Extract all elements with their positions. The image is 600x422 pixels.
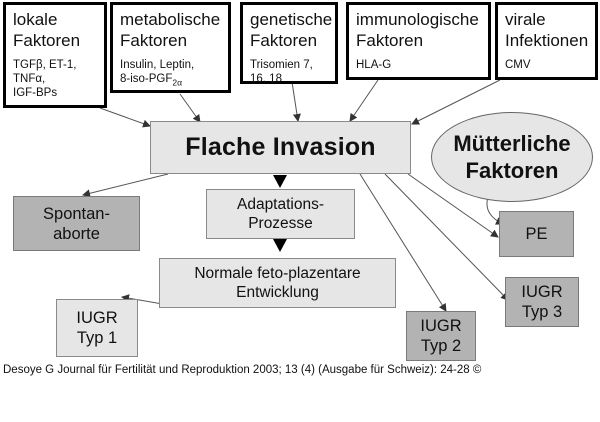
pe-box: PE: [499, 211, 574, 257]
factor-title-immunologische: immunologische Faktoren: [356, 10, 479, 50]
iugr1-line1: IUGR: [76, 309, 118, 327]
factor-title-lokale: lokale Faktoren: [13, 10, 81, 50]
development-box: Normale feto-plazentare Entwicklung: [159, 258, 396, 308]
arrow-immunologische-to-invasion: [349, 79, 379, 122]
factor-box-lokale: lokale Faktoren TGFβ, ET-1, TNFα, IGF-BP…: [3, 2, 107, 108]
factor-title-metabolische: metabolische Faktoren: [120, 10, 221, 50]
development-line2: Entwicklung: [236, 284, 319, 301]
spontanaborte-box: Spontan- aborte: [13, 196, 140, 251]
arrow-lokale-to-invasion: [99, 107, 151, 128]
development-line1: Normale feto-plazentare: [194, 265, 361, 282]
spontan-line1: Spontan-: [43, 204, 110, 223]
iugr3-line2: Typ 3: [521, 303, 563, 321]
arrow-genetische-to-invasion: [291, 81, 301, 122]
factor-details-metabolische: Insulin, Leptin, 8-iso-PGF2α: [120, 58, 194, 89]
maternal-line1: Mütterliche: [453, 131, 571, 156]
adaptation-box: Adaptations- Prozesse: [206, 189, 355, 239]
arrow-metabolische-to-invasion: [179, 93, 201, 123]
iugr1-line2: Typ 1: [76, 329, 118, 347]
factor-box-virale: virale Infektionen CMV: [495, 2, 598, 80]
factor-details-metabolische-line2: 8-iso-PGF2α: [120, 72, 194, 89]
factor-details-genetische: Trisomien 7, 16, 18: [250, 59, 313, 85]
iugr-typ3-box: IUGR Typ 3: [505, 277, 579, 327]
factor-box-immunologische: immunologische Faktoren HLA-G: [346, 2, 491, 80]
factor-box-genetische: genetische Faktoren Trisomien 7, 16, 18: [240, 2, 338, 85]
source-caption: Desoye G Journal für Fertilität und Repr…: [3, 364, 482, 376]
maternal-line2: Faktoren: [465, 158, 559, 183]
factor-details-virale: CMV: [505, 59, 531, 71]
iugr2-line2: Typ 2: [420, 337, 462, 355]
factor-box-metabolische: metabolische Faktoren Insulin, Leptin, 8…: [110, 2, 231, 93]
arrowhead-adaptation-to-development: [273, 239, 287, 252]
factor-title-virale: virale Infektionen: [505, 10, 589, 50]
factor-details-lokale: TGFβ, ET-1, TNFα, IGF-BPs: [13, 59, 77, 99]
adaptation-line1: Adaptations-: [236, 196, 325, 213]
iugr-typ1-box: IUGR Typ 1: [56, 299, 138, 357]
pgf-label: 8-iso-PGF: [120, 73, 173, 85]
arrow-invasion-to-spontan: [82, 173, 169, 198]
iugr2-line1: IUGR: [420, 317, 462, 335]
flache-invasion-box: Flache Invasion: [150, 121, 411, 174]
iugr-typ2-box: IUGR Typ 2: [406, 311, 476, 361]
adaptation-line2: Prozesse: [248, 215, 313, 232]
factor-title-genetische: genetische Faktoren: [250, 10, 333, 50]
factor-details-metabolische-line1: Insulin, Leptin,: [120, 59, 195, 71]
pgf-subscript: 2α: [172, 77, 183, 88]
spontan-line2: aborte: [53, 224, 100, 243]
iugr3-line1: IUGR: [521, 283, 563, 301]
pe-label: PE: [525, 225, 548, 243]
arrowhead-invasion-to-adaptation: [273, 175, 287, 188]
factor-details-immunologische: HLA-G: [356, 59, 392, 71]
maternal-factors-ellipse: Mütterliche Faktoren: [431, 112, 593, 202]
